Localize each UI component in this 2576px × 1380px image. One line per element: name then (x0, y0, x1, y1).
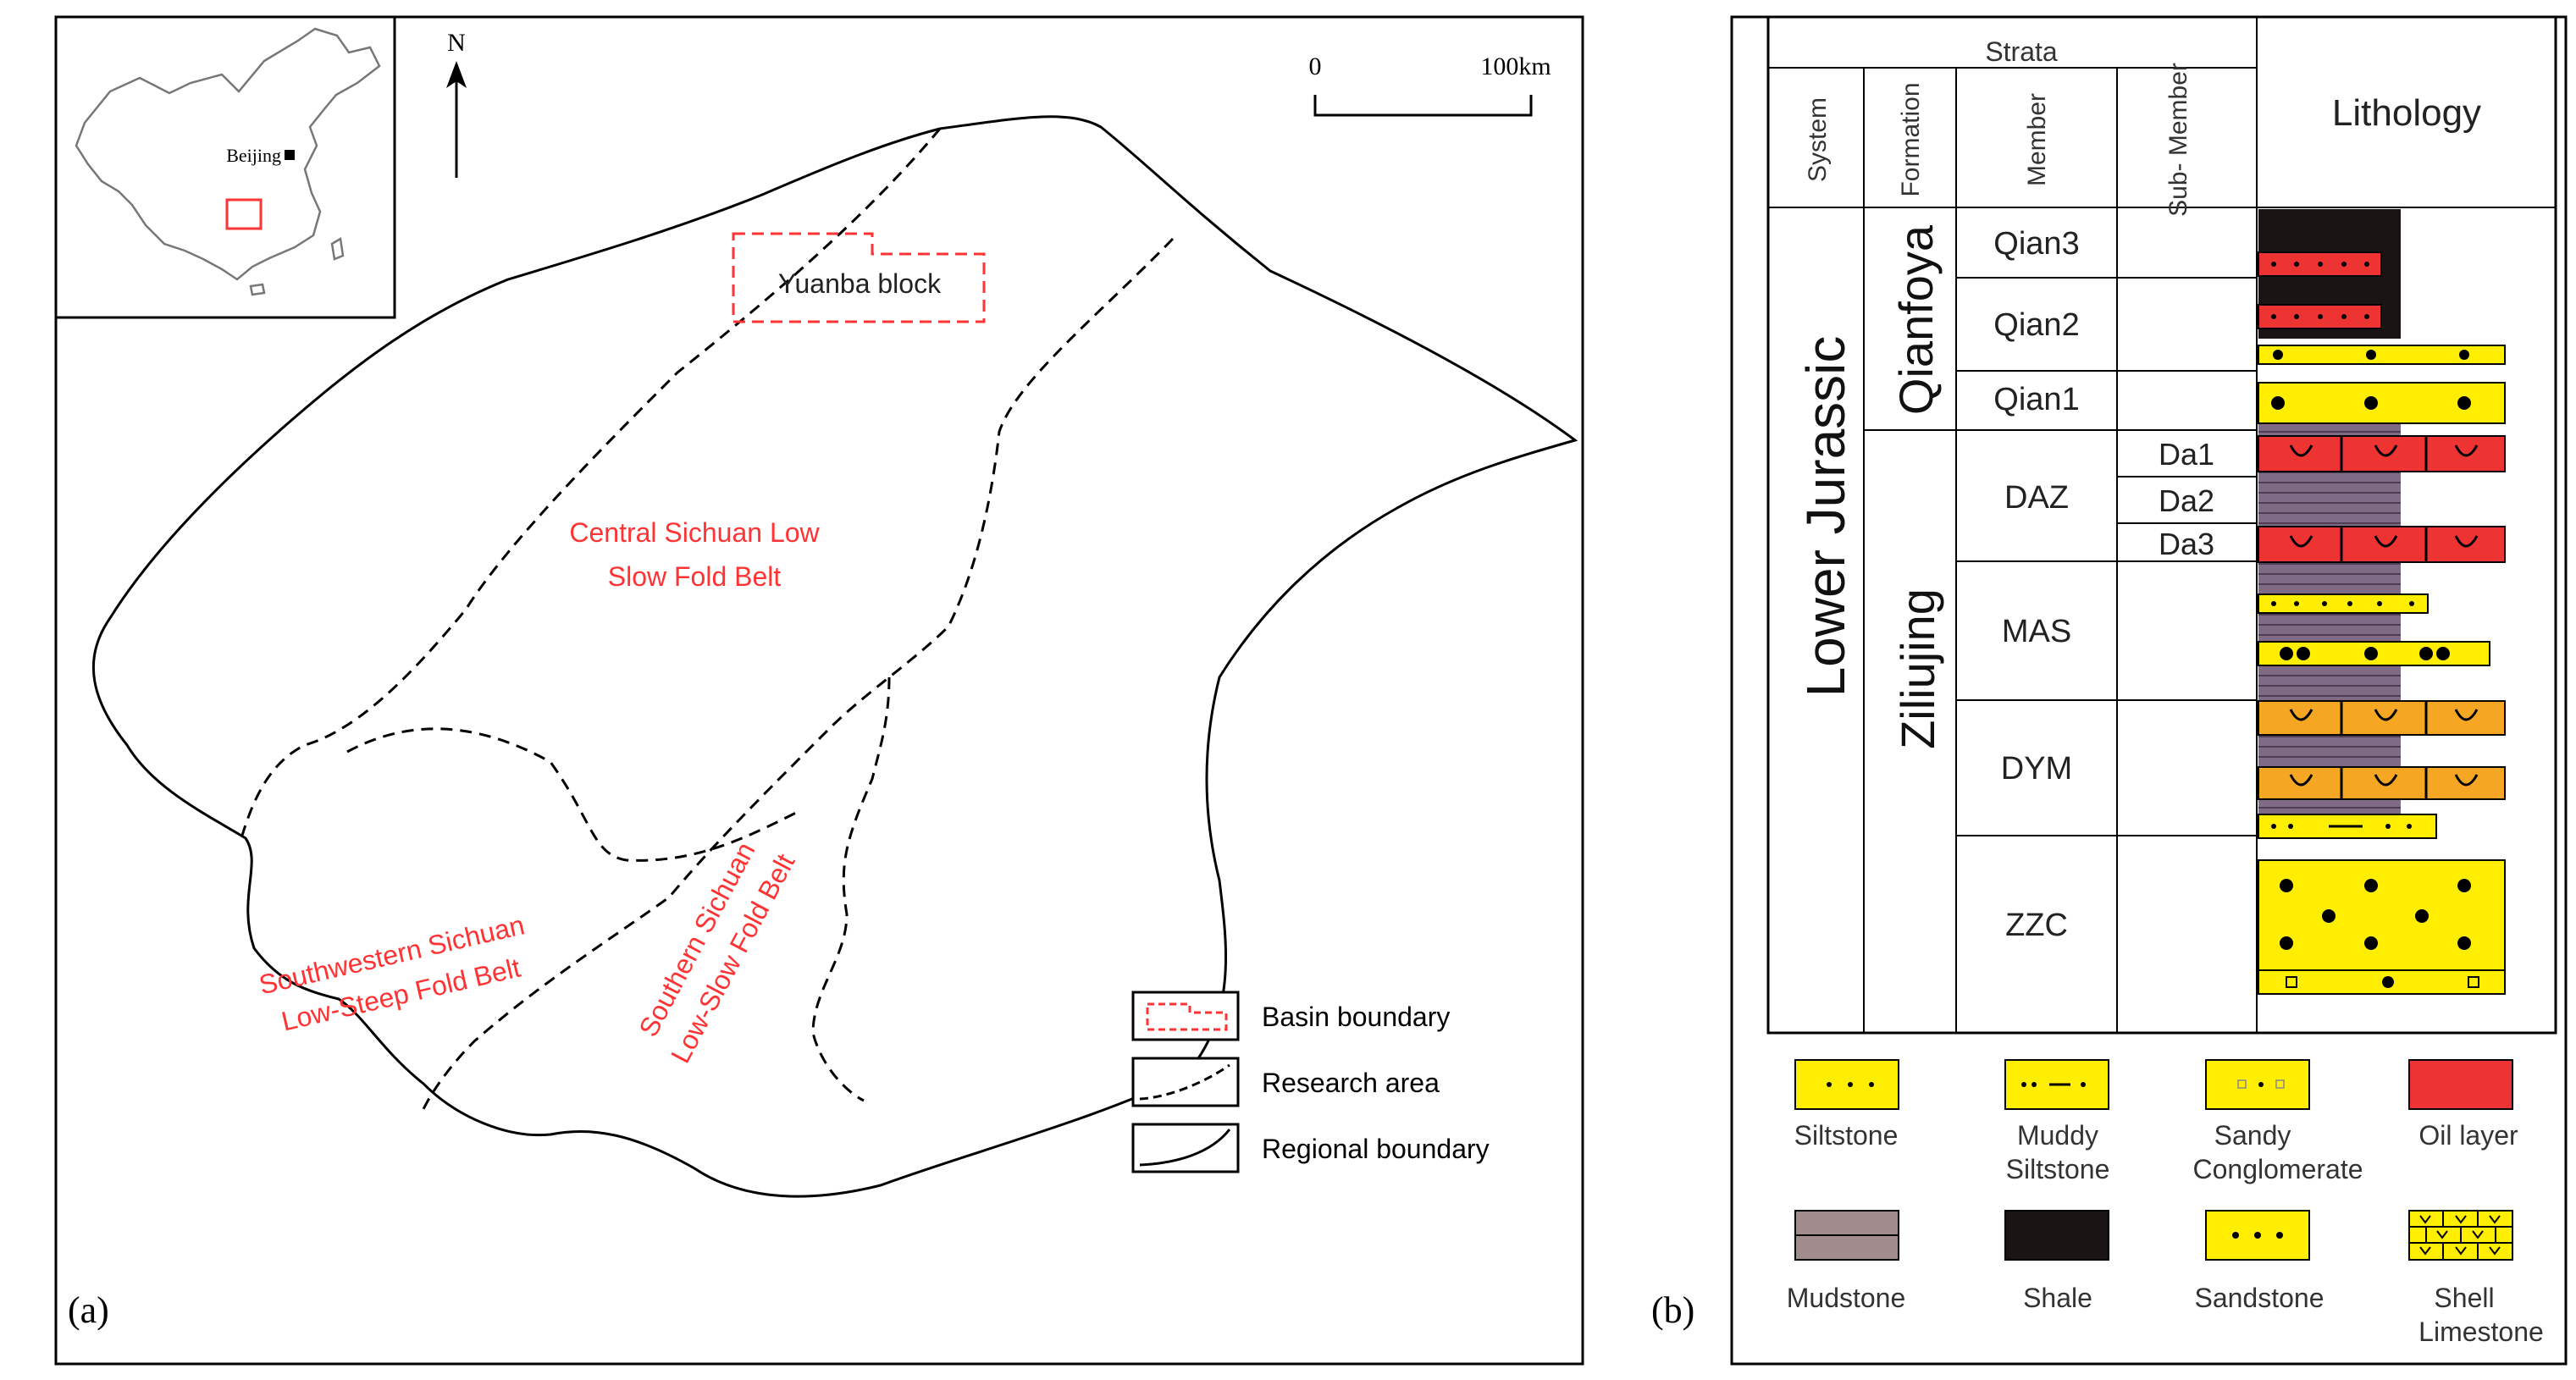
legend-label-shell-limestone-2: Limestone (2418, 1317, 2544, 1347)
legend-item-research-area: Research area (1131, 1057, 1440, 1107)
basin-boundary-outline (91, 115, 1578, 1198)
beijing-marker-icon (285, 150, 295, 160)
sub-member-label: Da1 (2159, 437, 2214, 472)
strata-table (1766, 15, 2557, 1035)
scale-start-label: 0 (1309, 52, 1322, 80)
sandstone-layer (2258, 382, 2506, 424)
panel-b-frame (1730, 15, 2568, 1366)
map-legend: Basin boundary Research area Regional bo… (1131, 991, 1490, 1173)
legend-item-basin-boundary: Basin boundary (1131, 991, 1450, 1041)
member-label: DYM (2001, 751, 2072, 787)
china-outline (75, 27, 381, 281)
pebble-square (2468, 976, 2479, 988)
system-label: Lower Jurassic (1795, 336, 1856, 698)
sandy-conglomerate-layer (2258, 969, 2506, 995)
basin-boundary-swatch-icon (1146, 1002, 1228, 1031)
north-arrow-icon: N (446, 29, 467, 178)
shale-swatch-icon (2004, 1210, 2109, 1261)
member-label: Qian2 (1993, 307, 2079, 343)
yuanba-block-boundary (732, 232, 986, 323)
sub-member-label: Da2 (2159, 483, 2214, 518)
legend-label-muddy-siltstone-1: Muddy (2017, 1120, 2098, 1151)
legend-item-regional-boundary: Regional boundary (1131, 1123, 1490, 1173)
sub-member-label: Da3 (2159, 527, 2214, 561)
member-label: DAZ (2004, 480, 2069, 516)
siltstone-layer (2258, 593, 2429, 614)
regional-boundary-swatch-icon (1139, 1129, 1231, 1167)
legend-sandy-conglomerate: Sandy Conglomerate (2193, 1059, 2363, 1184)
header-strata: Strata (1985, 36, 2058, 67)
legend-muddy-siltstone: Muddy Siltstone (2004, 1059, 2110, 1184)
legend-label-muddy-siltstone-2: Siltstone (2006, 1154, 2110, 1184)
legend-label-mudstone: Mudstone (1787, 1283, 1906, 1313)
legend-shell-limestone: Shell Limestone (2408, 1210, 2544, 1347)
shell-pattern (2289, 436, 2479, 799)
north-label: N (447, 29, 466, 57)
yuanba-label: Yuanba block (778, 268, 942, 299)
china-inset: Beijing (54, 15, 396, 319)
legend-sandstone: Sandstone (2194, 1210, 2324, 1313)
legend-label-regional-boundary: Regional boundary (1262, 1134, 1490, 1164)
member-label: Qian3 (1993, 226, 2079, 262)
formation-label-qianfoya: Qianfoya (1889, 224, 1943, 415)
header-sub-member: Sub- Member (2164, 63, 2192, 217)
member-label: ZZC (2005, 908, 2068, 943)
central-label-line1: Central Sichuan Low (569, 517, 820, 548)
panel-b-label: (b) (1651, 1289, 1694, 1331)
legend-label-oil-layer: Oil layer (2418, 1120, 2518, 1151)
lithology-legend: Siltstone Muddy Siltstone Sandy Conglome… (1787, 1059, 2544, 1347)
member-label: MAS (2002, 614, 2071, 649)
legend-label-shell-limestone-1: Shell (2434, 1283, 2494, 1313)
header-system: System (1804, 97, 1832, 182)
lithology-column (2258, 209, 2506, 995)
legend-label-basin-boundary: Basin boundary (1262, 1002, 1450, 1032)
panel-a-map: Beijing N 0 100km Yuanba block Central S… (54, 15, 1584, 1366)
sandstone-layer (2258, 345, 2506, 365)
legend-label-sandy-conglomerate-2: Conglomerate (2193, 1154, 2363, 1184)
central-label-line2: Slow Fold Belt (608, 561, 782, 592)
formation-label-ziliujing: Ziliujing (1891, 588, 1944, 749)
header-lithology: Lithology (2332, 92, 2481, 134)
legend-label-sandstone: Sandstone (2194, 1283, 2324, 1313)
legend-label-research-area: Research area (1262, 1068, 1440, 1098)
header-formation: Formation (1897, 82, 1925, 196)
research-area-boundary (240, 128, 1175, 1110)
taiwan-island (330, 236, 345, 261)
legend-mudstone: Mudstone (1787, 1210, 1906, 1313)
scale-bar: 0 100km (1309, 52, 1551, 117)
panel-b-column: Strata System Formation Member Sub- Memb… (1651, 15, 2568, 1366)
study-area-marker (225, 198, 263, 230)
sandy-conglomerate-swatch-icon (2205, 1059, 2310, 1110)
legend-label-shale: Shale (2023, 1283, 2092, 1313)
legend-oil-layer: Oil layer (2408, 1059, 2518, 1151)
scale-end-label: 100km (1480, 52, 1551, 80)
legend-label-siltstone: Siltstone (1794, 1120, 1899, 1151)
legend-shale: Shale (2004, 1210, 2109, 1313)
oil-layer-swatch-icon (2408, 1059, 2513, 1110)
header-member: Member (2023, 93, 2051, 186)
sandstone-layer (2258, 859, 2506, 971)
research-area-swatch-icon (1139, 1063, 1230, 1101)
legend-label-sandy-conglomerate-1: Sandy (2214, 1120, 2291, 1151)
inset-frame (54, 15, 396, 319)
siltstone-swatch-icon (1794, 1059, 1899, 1110)
member-label: Qian1 (1993, 382, 2079, 417)
legend-siltstone: Siltstone (1794, 1059, 1899, 1151)
hainan-island (249, 283, 266, 296)
inset-city-label: Beijing (226, 145, 281, 166)
pebble-square (2286, 976, 2297, 988)
panel-a-label: (a) (68, 1289, 109, 1331)
grain-dots (2271, 262, 2471, 988)
